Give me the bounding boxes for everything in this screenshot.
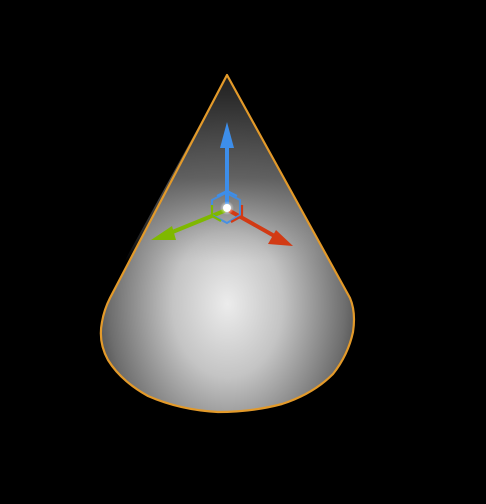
translate-gizmo[interactable] — [151, 122, 293, 246]
gizmo-center-dot — [223, 204, 231, 212]
gizmo-plane-handles[interactable] — [210, 189, 244, 225]
selection-outline — [99, 73, 356, 414]
gizmo-z-axis-arrow[interactable] — [220, 122, 234, 209]
gizmo-y-axis-arrow[interactable] — [151, 209, 226, 240]
